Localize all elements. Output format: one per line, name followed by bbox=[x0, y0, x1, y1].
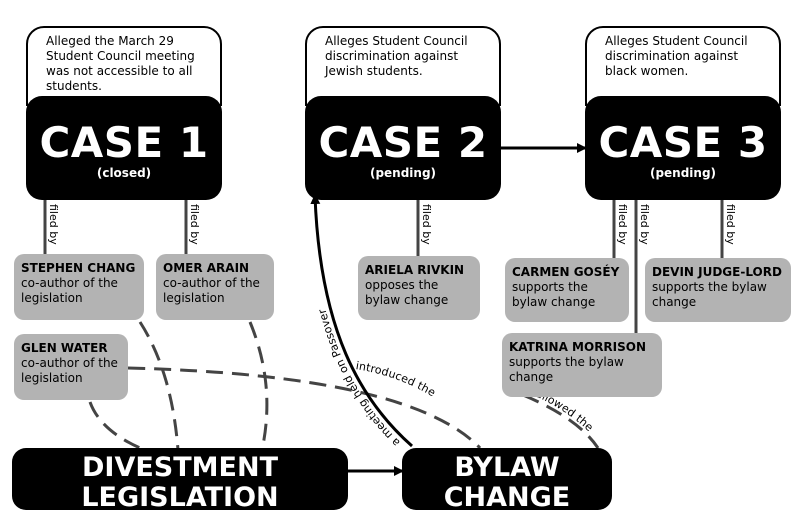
case-2-status: (pending) bbox=[369, 166, 437, 180]
case-3-title: CASE 3 bbox=[598, 118, 768, 167]
person-role: supports the bylaw change bbox=[652, 280, 767, 309]
case-2-box: CASE 2 (pending) bbox=[305, 96, 501, 200]
case-1-box: CASE 1 (closed) bbox=[26, 96, 222, 200]
legislation-title: DIVESTMENT LEGISLATION bbox=[81, 452, 279, 513]
bylaw-change-box: BYLAW CHANGE (paused by injunction) bbox=[402, 448, 612, 527]
person-name: STEPHEN CHANG bbox=[21, 261, 136, 275]
bylaw-title: BYLAW CHANGE bbox=[443, 452, 571, 513]
co-author-dashes bbox=[88, 321, 600, 451]
filed-by-lines bbox=[43, 200, 724, 333]
person-stephen-chang: STEPHEN CHANG co-author of the legislati… bbox=[14, 254, 144, 320]
person-devin-judge-lord: DEVIN JUDGE-LORD supports the bylaw chan… bbox=[645, 258, 791, 322]
person-role: supports the bylaw change bbox=[512, 280, 596, 309]
case-3-box: CASE 3 (pending) bbox=[585, 96, 781, 200]
person-role: supports the bylaw change bbox=[509, 355, 624, 384]
person-carmen-gosey: CARMEN GOSÉY supports the bylaw change bbox=[505, 258, 629, 322]
case-2-note-text: Alleges Student Council discrimination a… bbox=[325, 34, 468, 78]
legislation-status: (tabled indefinitely) bbox=[112, 513, 248, 527]
filed-by-label: filed by bbox=[188, 204, 201, 245]
case-1-title: CASE 1 bbox=[39, 118, 209, 167]
person-katrina-morrison: KATRINA MORRISON supports the bylaw chan… bbox=[502, 333, 662, 397]
case-3-note: Alleges Student Council discrimination a… bbox=[585, 26, 781, 106]
person-name: CARMEN GOSÉY bbox=[512, 265, 620, 279]
person-role: co-author of the legislation bbox=[21, 276, 118, 305]
person-name: KATRINA MORRISON bbox=[509, 340, 647, 354]
filed-by-label: filed by bbox=[724, 204, 737, 245]
person-role: co-author of the legislation bbox=[21, 356, 118, 385]
filed-by-label: filed by bbox=[47, 204, 60, 245]
person-ariela-rivkin: ARIELA RIVKIN opposes the bylaw change bbox=[358, 256, 480, 320]
person-role: opposes the bylaw change bbox=[365, 278, 449, 307]
person-name: ARIELA RIVKIN bbox=[365, 263, 465, 277]
filed-by-label: filed by bbox=[420, 204, 433, 245]
case-1-note-text: Alleged the March 29 Student Council mee… bbox=[46, 34, 195, 93]
person-role: co-author of the legislation bbox=[163, 276, 260, 305]
case-3-status: (pending) bbox=[649, 166, 717, 180]
case-2-note: Alleges Student Council discrimination a… bbox=[305, 26, 501, 106]
divestment-legislation-box: DIVESTMENT LEGISLATION (tabled indefinit… bbox=[12, 448, 348, 527]
person-name: GLEN WATER bbox=[21, 341, 108, 355]
case-1-status: (closed) bbox=[96, 166, 152, 180]
case-1-note: Alleged the March 29 Student Council mee… bbox=[26, 26, 222, 106]
person-name: DEVIN JUDGE-LORD bbox=[652, 265, 782, 279]
filed-by-label: filed by bbox=[638, 204, 651, 245]
person-omer-arain: OMER ARAIN co-author of the legislation bbox=[156, 254, 274, 320]
case-3-note-text: Alleges Student Council discrimination a… bbox=[605, 34, 748, 78]
bylaw-status: (paused by injunction) bbox=[430, 513, 584, 527]
case-2-title: CASE 2 bbox=[318, 118, 488, 167]
filed-by-label: filed by bbox=[616, 204, 629, 245]
person-glen-water: GLEN WATER co-author of the legislation bbox=[14, 334, 128, 400]
person-name: OMER ARAIN bbox=[163, 261, 250, 275]
